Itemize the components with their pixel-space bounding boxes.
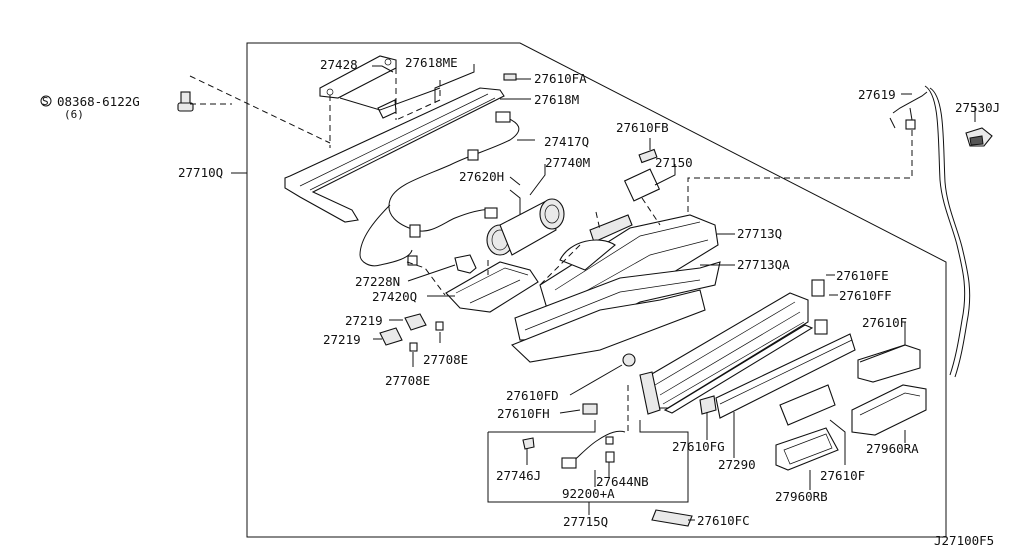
label-27228n: 27228N <box>355 274 400 289</box>
assembly-boundary <box>246 42 947 538</box>
label-08368-qty: (6) <box>64 108 84 121</box>
label-27618me: 27618ME <box>405 55 458 70</box>
label-27610fd: 27610FD <box>506 388 559 403</box>
label-27610fb: 27610FB <box>616 120 669 135</box>
label-27746j: 27746J <box>496 468 541 483</box>
label-27619: 27619 <box>858 87 896 102</box>
label-27610f-a: 27610F <box>862 315 907 330</box>
diagram-code: J27100F5 <box>934 533 994 548</box>
label-27710q: 27710Q <box>178 165 223 180</box>
label-screw-s: S <box>42 95 49 108</box>
evaporator-core <box>639 292 814 415</box>
label-27290: 27290 <box>718 457 756 472</box>
label-27417q: 27417Q <box>544 134 589 149</box>
clip-27530j <box>965 127 993 147</box>
label-08368-6122g: 08368-6122G <box>57 94 140 109</box>
label-27644nb: 27644NB <box>596 474 649 489</box>
case-27420q <box>445 261 539 313</box>
pad-27610fc <box>651 509 693 527</box>
duct-27960rb <box>775 427 839 471</box>
switch-27219 <box>379 313 444 352</box>
filter-27290 <box>699 333 856 419</box>
label-27610ff: 27610FF <box>839 288 892 303</box>
label-92200a: 92200+A <box>562 486 615 501</box>
frame-27710q <box>284 55 505 223</box>
label-27610fa: 27610FA <box>534 71 587 86</box>
hose-27619 <box>889 85 971 378</box>
actuator-27150 <box>623 148 661 226</box>
pad-27610fe <box>811 279 825 297</box>
grommet-27610fd <box>622 353 636 367</box>
label-27708e-a: 27708E <box>423 352 468 367</box>
callout-labels: 27428 27618ME 27610FA 27618M S 08368-612… <box>42 55 1000 548</box>
label-27740m: 27740M <box>545 155 590 170</box>
label-27420q: 27420Q <box>372 289 417 304</box>
dashed-link <box>687 130 913 212</box>
label-27530j: 27530J <box>955 100 1000 115</box>
label-27708e-b: 27708E <box>385 373 430 388</box>
subassembly-27715q <box>487 385 689 503</box>
leader-lines <box>231 64 976 521</box>
screw-08368-6122g <box>40 75 331 144</box>
housing-27713qa <box>510 261 721 363</box>
label-27219-a: 27219 <box>345 313 383 328</box>
pad-27610f-b <box>779 384 836 426</box>
blower-motor-27620h <box>486 189 565 256</box>
duct-27960ra <box>851 384 927 436</box>
label-27713qa: 27713QA <box>737 257 790 272</box>
pad-27610fa <box>503 73 517 81</box>
pad-27610ff <box>814 319 828 335</box>
label-27618m: 27618M <box>534 92 579 107</box>
label-27713q: 27713Q <box>737 226 782 241</box>
duct-27228n <box>454 254 477 274</box>
harness-27417q <box>359 111 520 267</box>
label-27610fc: 27610FC <box>697 513 750 528</box>
label-27219-b: 27219 <box>323 332 361 347</box>
label-27610f-b: 27610F <box>820 468 865 483</box>
label-27610fe: 27610FE <box>836 268 889 283</box>
label-27960ra: 27960RA <box>866 441 919 456</box>
pad-27610fh <box>582 403 598 415</box>
label-27428: 27428 <box>320 57 358 72</box>
housing-27713q <box>539 214 719 313</box>
label-27610fg: 27610FG <box>672 439 725 454</box>
label-27620h: 27620H <box>459 169 504 184</box>
label-27960rb: 27960RB <box>775 489 828 504</box>
label-27150: 27150 <box>655 155 693 170</box>
label-27715q: 27715Q <box>563 514 608 529</box>
label-27610fh: 27610FH <box>497 406 550 421</box>
